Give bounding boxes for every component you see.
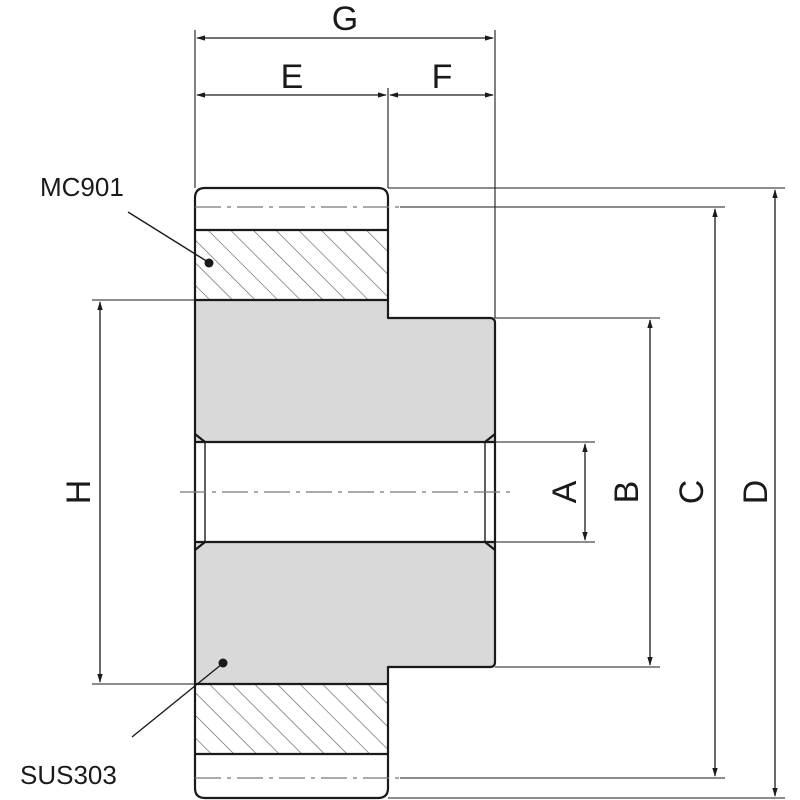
- extension-lines: [92, 30, 785, 799]
- material-label-rim: MC901: [40, 172, 124, 202]
- dim-label-C: C: [673, 480, 711, 505]
- centerlines: [180, 206, 510, 779]
- hub-lower: [195, 542, 495, 684]
- part-outline: [193, 186, 497, 800]
- leader-dot-hub: [218, 658, 228, 668]
- hub-upper: [195, 300, 495, 442]
- dim-label-D: D: [737, 480, 775, 505]
- dimension-lines: [97, 35, 778, 797]
- hub-region: [195, 300, 495, 684]
- leader-rim: [127, 211, 209, 263]
- dim-label-G: G: [332, 0, 358, 38]
- leader-dot-rim: [204, 258, 214, 268]
- dim-label-B: B: [608, 481, 646, 504]
- dim-label-H: H: [60, 480, 98, 505]
- dim-label-E: E: [281, 58, 304, 96]
- dim-label-A: A: [546, 480, 584, 503]
- material-callouts: [127, 211, 223, 738]
- rim-hatch-upper: [195, 230, 388, 300]
- leader-hub: [131, 663, 223, 738]
- rim-hatch-lower: [195, 684, 388, 754]
- material-label-hub: SUS303: [20, 760, 117, 790]
- rim-region: [195, 230, 388, 754]
- dim-label-F: F: [432, 58, 453, 96]
- dimension-labels: G E F H A B C D: [60, 0, 775, 504]
